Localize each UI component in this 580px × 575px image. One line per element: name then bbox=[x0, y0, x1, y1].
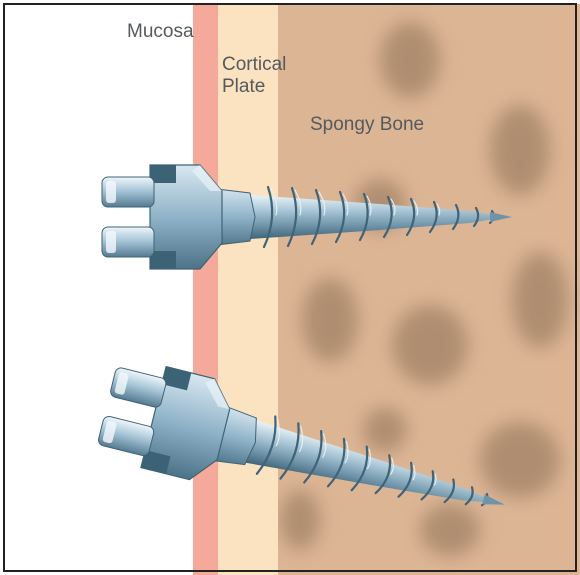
cortical-label-line-2: Plate bbox=[222, 76, 286, 98]
spongy-bone-label: Spongy Bone bbox=[310, 114, 424, 136]
mucosa-layer bbox=[193, 4, 218, 575]
mucosa-label: Mucosa bbox=[127, 21, 194, 43]
cortical-label-line-1: Cortical bbox=[222, 54, 286, 76]
cortical-plate-label: Cortical Plate bbox=[222, 54, 286, 98]
